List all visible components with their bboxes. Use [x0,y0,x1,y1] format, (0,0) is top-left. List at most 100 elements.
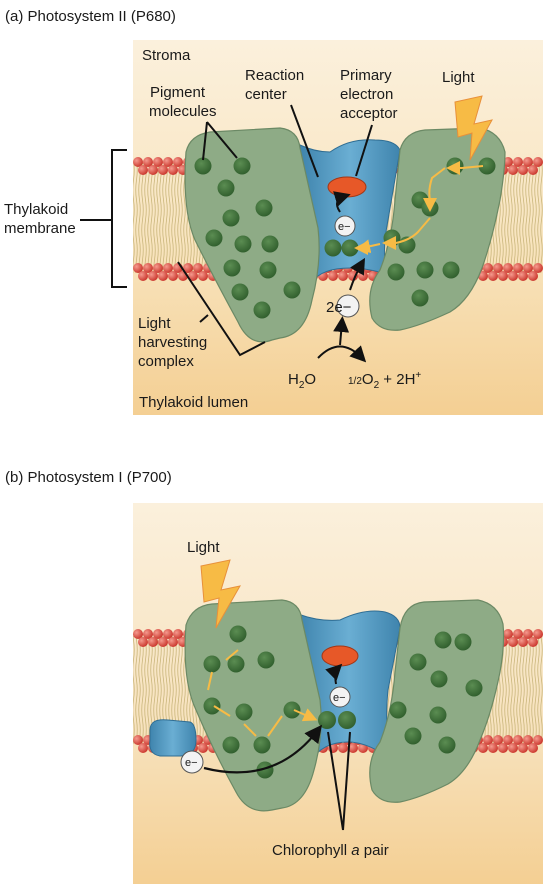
pigment-molecule [409,653,427,671]
lipid-head [528,165,538,175]
chlorophyll-pair-pointer [327,731,351,831]
pigment-molecule [454,633,472,651]
pigment-molecule [283,281,301,299]
lipid-head [168,271,178,281]
lipid-head [513,157,523,167]
lipid-head [138,637,148,647]
lipid-head [198,271,208,281]
primary-acceptor-label: Primary electron acceptor [340,67,398,122]
lipid-head [143,629,153,639]
pigment-molecule [283,701,301,719]
pigment-molecule [235,703,253,721]
pigment-molecule [223,259,241,277]
svg-text:membrane: membrane [4,220,76,237]
lipid-head [173,629,183,639]
reaction-center-chlorophyll-a2 [341,239,359,257]
lipid-head [183,263,193,273]
svg-text:Pigment: Pigment [150,84,206,101]
lipid-head [158,637,168,647]
lipid-head [533,157,543,167]
lipid-head [528,743,538,753]
lipid-head [508,637,518,647]
lipid-head [328,271,338,281]
pigment-molecule [205,229,223,247]
svg-text:molecules: molecules [149,103,217,120]
svg-text:Thylakoid: Thylakoid [4,201,68,218]
lipid-head [163,157,173,167]
products-label: 1/2O2 + 2H+ [348,370,421,391]
lipid-head [163,629,173,639]
lipid-head [508,743,518,753]
chlorophyll-a-pair-1 [318,711,336,729]
pigment-molecule [203,697,221,715]
chlorophyll-pair-label: Chlorophyll a pair [272,842,389,859]
svg-text:acceptor: acceptor [340,105,398,122]
lipid-head [153,629,163,639]
electron-label-b-left: e− [185,757,198,769]
lipid-head [518,271,528,281]
lipid-head [523,157,533,167]
lipid-head [158,271,168,281]
electron-arrow-from-water-a [349,257,366,291]
pigment-molecule [411,289,429,307]
pigment-molecules-left-b [203,625,301,779]
pigment-molecule [222,736,240,754]
lipid-head [148,637,158,647]
lipid-head [503,735,513,745]
lipid-head [143,263,153,273]
lipid-head [488,743,498,753]
pigment-molecule [465,679,483,697]
lipid-head [493,735,503,745]
lipid-head [153,263,163,273]
lipid-head [513,735,523,745]
light-harvesting-complex-right-a [369,127,506,331]
lipid-head [133,157,143,167]
lipid-head [523,629,533,639]
lipid-head [508,165,518,175]
pigment-molecule [404,727,422,745]
lipid-head [188,271,198,281]
pigment-molecule [478,157,496,175]
lipid-head [158,165,168,175]
pigment-molecule [430,670,448,688]
lipid-head [483,735,493,745]
water-to-electron-arrow-a [333,316,350,346]
light-bolt-icon-a [454,95,493,161]
pigment-molecule [222,209,240,227]
stroma-label: Stroma [142,47,191,64]
electron-arrow-up-a [333,191,351,213]
light-label-b: Light [187,539,220,556]
lipid-head [498,271,508,281]
pigment-molecule [203,655,221,673]
lipid-head [503,629,513,639]
svg-text:Light: Light [138,315,171,332]
reaction-center-pointer [290,104,319,178]
lipid-head [138,271,148,281]
membrane-bracket [80,149,127,288]
pigment-molecule [446,157,464,175]
lipid-head [488,271,498,281]
panel-b-title: (b) Photosystem I (P700) [5,469,172,486]
lipid-head [133,735,143,745]
electron-arrow-to-pair-b [203,724,323,774]
panel-b-illustration: e− e− [133,503,543,884]
lipid-head [338,743,348,753]
lipid-head [513,629,523,639]
lipid-head [193,263,203,273]
svg-text:Reaction: Reaction [245,67,304,84]
lipid-head [148,271,158,281]
lipid-head [133,629,143,639]
lipid-head [143,157,153,167]
svg-text:harvesting: harvesting [138,334,207,351]
pigment-molecule [231,283,249,301]
pigment-molecule [416,261,434,279]
pigment-molecule [387,263,405,281]
svg-text:1/2O2 + 2H+: 1/2O2 + 2H+ [348,370,421,391]
pigment-molecule [227,655,245,673]
pigment-molecule [257,651,275,669]
lipid-head [478,743,488,753]
water-split-arrow-a [317,345,367,363]
panel-a-title: (a) Photosystem II (P680) [5,8,176,25]
pigment-pointer-lines [202,121,238,161]
lipid-head [148,165,158,175]
